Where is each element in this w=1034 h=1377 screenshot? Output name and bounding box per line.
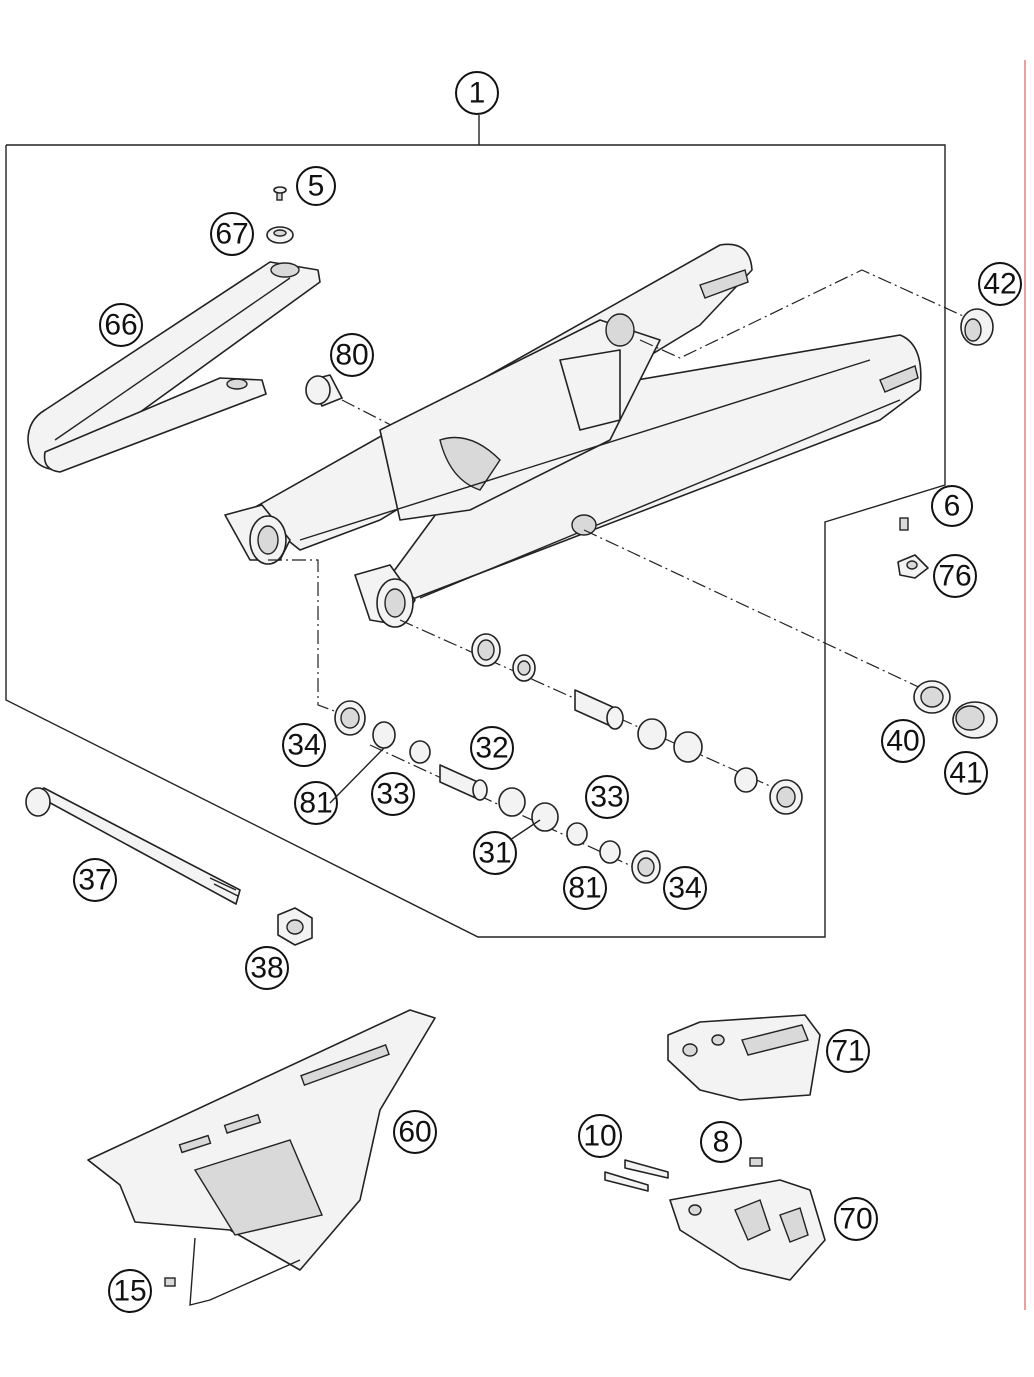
screw-6 — [899, 517, 909, 531]
svg-text:38: 38 — [250, 952, 283, 985]
svg-text:8: 8 — [713, 1126, 730, 1159]
pivot-parts-upper — [471, 633, 803, 815]
callout-70: 70 — [834, 1197, 878, 1241]
callout-33-right: 33 — [585, 775, 629, 819]
screw-15 — [164, 1277, 176, 1287]
svg-text:42: 42 — [983, 268, 1016, 301]
callout-71: 71 — [826, 1029, 870, 1073]
seal-42 — [960, 308, 994, 346]
callout-81-left: 81 — [294, 781, 338, 825]
callout-10: 10 — [578, 1114, 622, 1158]
callout-5: 5 — [296, 166, 336, 206]
callout-15: 15 — [108, 1269, 152, 1313]
svg-text:80: 80 — [335, 339, 368, 372]
leader-lines — [329, 747, 541, 841]
callout-40: 40 — [881, 719, 925, 763]
svg-text:34: 34 — [668, 872, 701, 905]
callout-80: 80 — [330, 333, 374, 377]
swingarm-axle-37 — [25, 787, 241, 905]
svg-text:81: 81 — [299, 787, 332, 820]
callout-1: 1 — [455, 71, 499, 115]
svg-text:60: 60 — [398, 1116, 431, 1149]
callout-66: 66 — [99, 303, 143, 347]
callouts: 1 5 67 66 80 42 6 76 40 41 34 81 33 32 3… — [73, 71, 1022, 1313]
svg-text:37: 37 — [78, 864, 111, 897]
svg-text:33: 33 — [376, 778, 409, 811]
svg-text:67: 67 — [215, 218, 248, 251]
callout-37: 37 — [73, 858, 117, 902]
svg-text:32: 32 — [475, 732, 508, 765]
callout-60: 60 — [393, 1110, 437, 1154]
svg-text:6: 6 — [944, 490, 961, 523]
clamp-76 — [897, 554, 929, 579]
screw-8 — [749, 1157, 763, 1167]
svg-text:81: 81 — [568, 872, 601, 905]
swingarm-body — [224, 243, 922, 628]
chain-guide-70 — [669, 1179, 826, 1281]
callout-8: 8 — [700, 1121, 742, 1163]
svg-text:34: 34 — [287, 729, 320, 762]
callout-34-right: 34 — [663, 866, 707, 910]
callout-6: 6 — [931, 485, 973, 527]
callout-67: 67 — [210, 212, 254, 256]
nut-38 — [277, 907, 313, 946]
callout-34-left: 34 — [282, 723, 326, 767]
chain-guide-piece-71 — [667, 1014, 821, 1101]
ring-40 — [913, 680, 951, 714]
svg-text:70: 70 — [839, 1203, 872, 1236]
svg-text:5: 5 — [308, 170, 325, 203]
callout-38: 38 — [245, 946, 289, 990]
pivot-parts-lower — [334, 700, 661, 884]
screw-5 — [273, 186, 287, 201]
svg-text:76: 76 — [938, 560, 971, 593]
callout-32: 32 — [470, 726, 514, 770]
chain-guard-60 — [87, 1009, 436, 1306]
svg-text:41: 41 — [949, 757, 982, 790]
svg-text:71: 71 — [831, 1035, 864, 1068]
callout-81-right: 81 — [563, 866, 607, 910]
washer-67 — [266, 226, 294, 244]
bolts-10 — [604, 1159, 669, 1192]
callout-42: 42 — [978, 262, 1022, 306]
callout-41: 41 — [944, 751, 988, 795]
callout-31: 31 — [473, 831, 517, 875]
svg-text:15: 15 — [113, 1275, 146, 1308]
svg-text:66: 66 — [104, 309, 137, 342]
svg-text:33: 33 — [590, 781, 623, 814]
svg-text:40: 40 — [886, 725, 919, 758]
chain-slider-66 — [27, 261, 321, 473]
svg-text:1: 1 — [469, 77, 486, 110]
cap-41 — [952, 701, 998, 739]
callout-76: 76 — [933, 554, 977, 598]
svg-text:31: 31 — [478, 837, 511, 870]
svg-text:10: 10 — [583, 1120, 616, 1153]
assembly-boundary — [5, 115, 946, 938]
callout-33-left: 33 — [371, 772, 415, 816]
